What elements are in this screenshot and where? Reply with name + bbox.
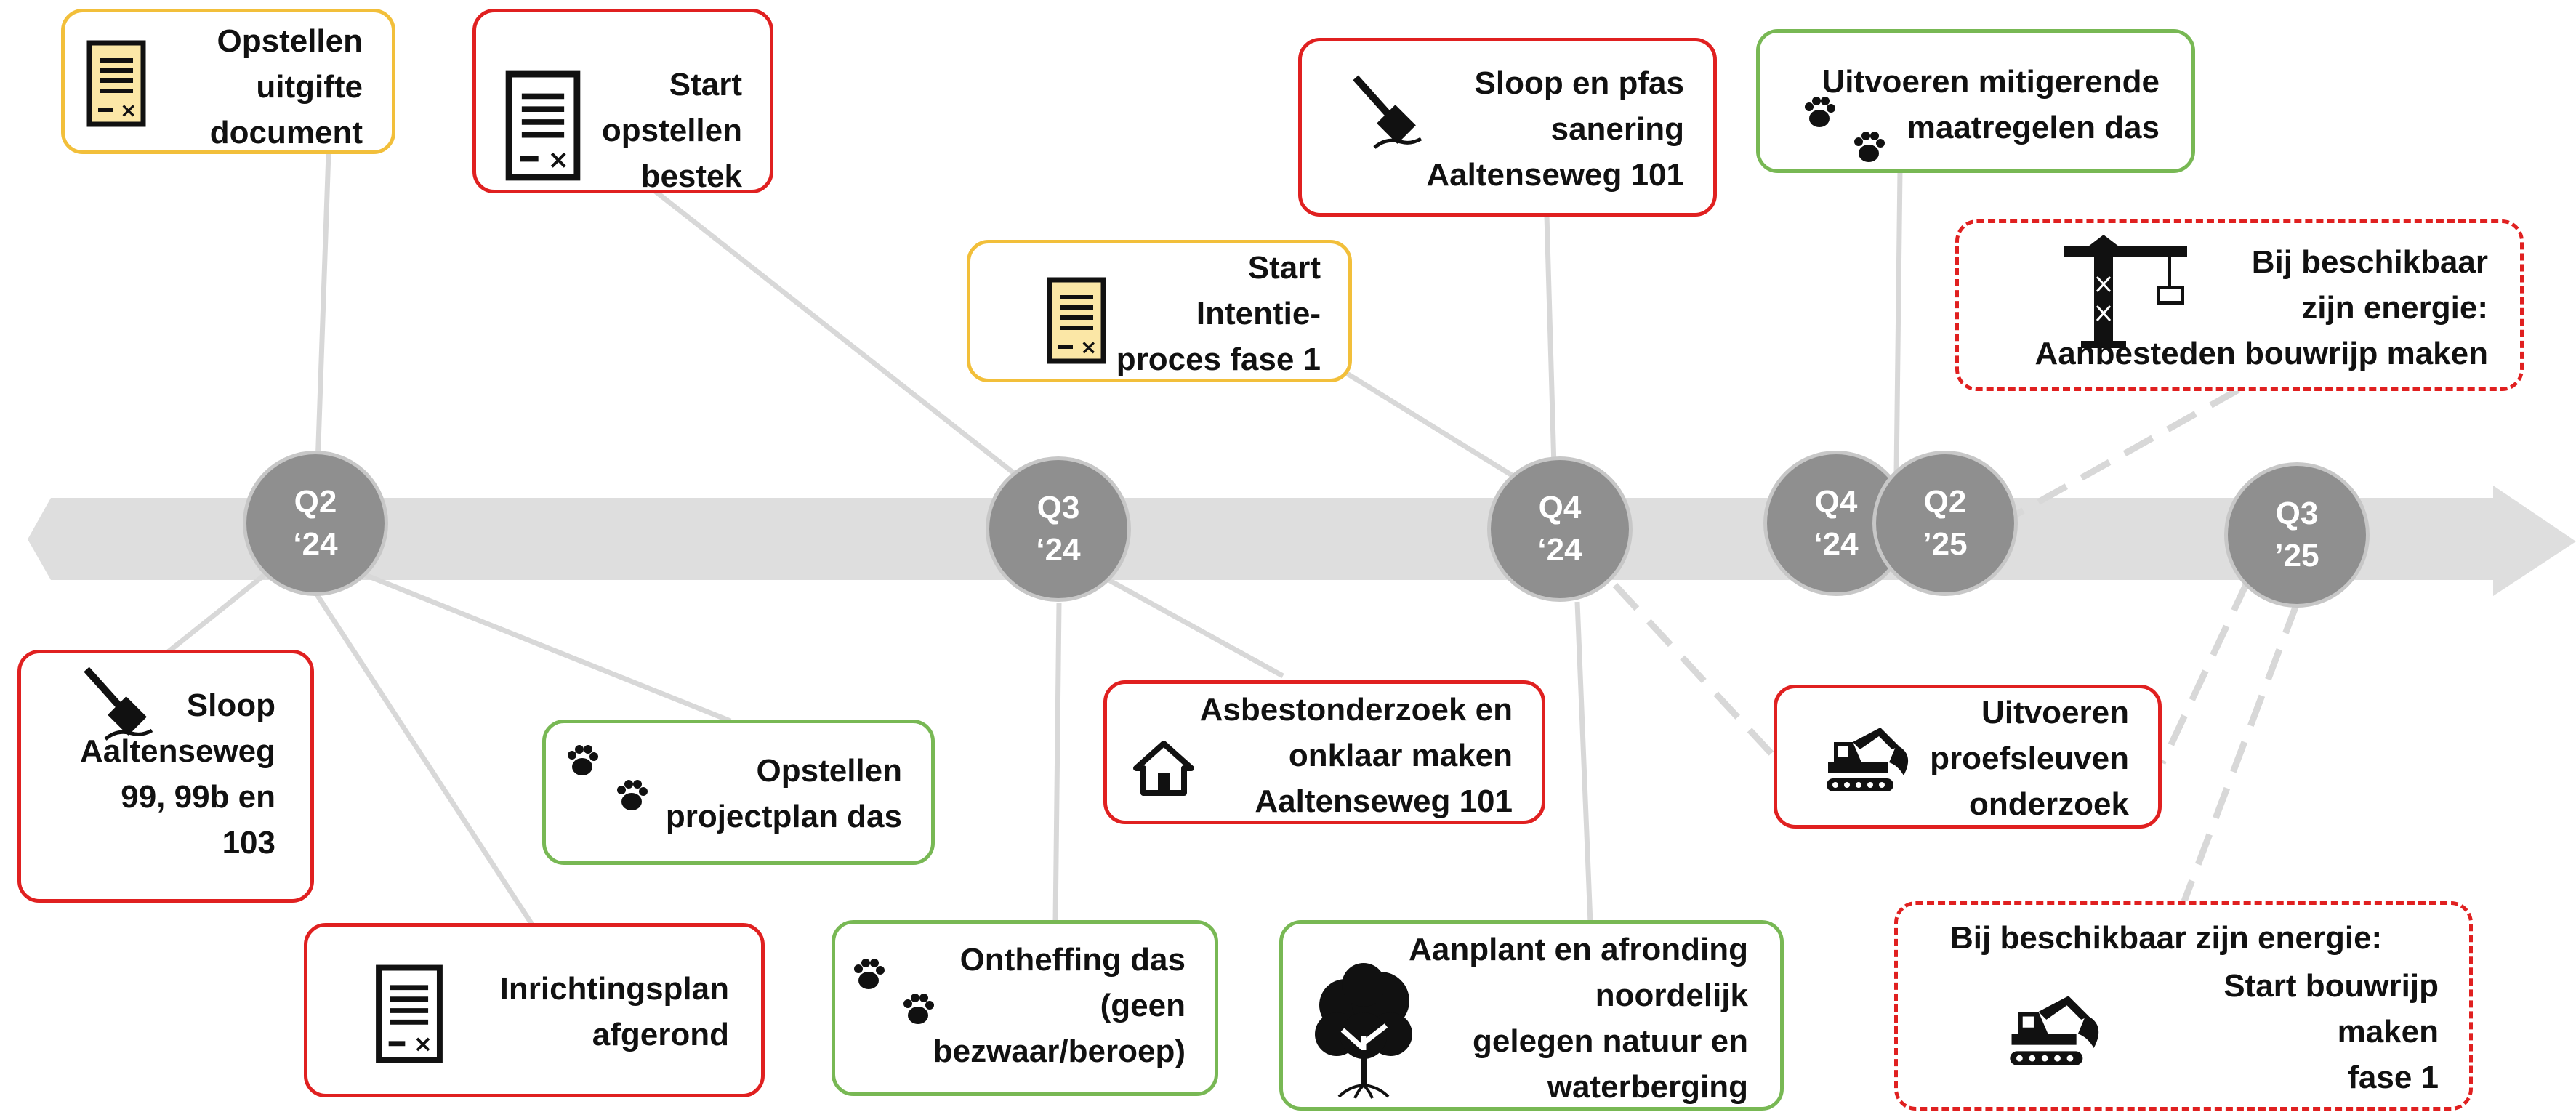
node-label: Q3 ’25 (2274, 496, 2319, 573)
hammer-icon (1353, 75, 1422, 149)
milestone-start-intentieproces: × Start Intentie- proces fase 1 (967, 240, 1352, 382)
document-icon: × (1047, 277, 1106, 364)
milestone-aanplant-natuur: Aanplant en afronding noordelijk gelegen… (1279, 920, 1784, 1111)
excavator-icon (1827, 728, 1909, 791)
crane-icon (2064, 235, 2187, 348)
connector-line (1343, 370, 1521, 482)
milestone-ontheffing-das: Ontheffing das (geen bezwaar/beroep) (832, 920, 1218, 1096)
document-icon: × (505, 70, 581, 181)
hammer-icon (84, 666, 153, 741)
dashed-connector-line (2011, 387, 2241, 519)
excavator-icon (2010, 996, 2099, 1065)
svg-text:×: × (547, 145, 569, 174)
milestone-text: Uitvoeren proefsleuven onderzoek (1930, 695, 2129, 822)
milestone-text: Sloop Aaltenseweg 99, 99b en 103 (80, 688, 275, 861)
paw-icon (1805, 97, 1885, 162)
milestone-aanbesteden-bouwrijp: Bij beschikbaar zijn energie: Aanbestede… (1955, 219, 2524, 391)
milestone-text: Inrichtingsplan afgerond (499, 971, 729, 1052)
connector-line (1544, 214, 1557, 467)
dashed-connector-line (2159, 580, 2251, 765)
connector-line (1893, 169, 1903, 475)
connector-line (1103, 575, 1284, 679)
dashed-connector-line (1612, 582, 1776, 759)
milestone-sloop-pfas: Sloop en pfas sanering Aaltenseweg 101 (1298, 38, 1717, 217)
timeline-node-q2-25: Q2 ’25 (1872, 451, 2018, 596)
document-icon: × (86, 40, 146, 127)
svg-text:×: × (414, 1031, 433, 1057)
milestone-text: Start Intentie- proces fase 1 (1116, 250, 1321, 377)
milestone-start-bouwrijp: Bij beschikbaar zijn energie: Start bouw… (1894, 901, 2473, 1111)
svg-text:×: × (120, 98, 137, 122)
milestone-text: Start opstellen bestek (601, 67, 742, 194)
node-label: Q2 ‘24 (293, 484, 338, 562)
node-label: Q4 ‘24 (1814, 484, 1859, 562)
document-icon: × (376, 964, 443, 1063)
paw-icon (568, 745, 648, 810)
milestone-sloop-aaltenseweg: Sloop Aaltenseweg 99, 99b en 103 (17, 650, 314, 903)
connector-line (652, 188, 1020, 478)
connector-line (1052, 603, 1062, 924)
timeline-arrow (28, 486, 2576, 596)
milestone-text: Bij beschikbaar zijn energie: Aanbestede… (2034, 244, 2488, 371)
connector-line (165, 572, 267, 655)
svg-text:×: × (1080, 335, 1097, 359)
timeline-node-q3-25: Q3 ’25 (2224, 462, 2370, 608)
milestone-asbestonderzoek: Asbestonderzoek en onklaar maken Aaltens… (1103, 680, 1545, 824)
timeline-node-q2-24: Q2 ‘24 (243, 451, 388, 596)
milestone-proefsleuven: Uitvoeren proefsleuven onderzoek (1774, 685, 2162, 829)
milestone-opstellen-uitgifte: × Opstellen uitgifte document (61, 9, 395, 154)
node-label: Q2 ’25 (1923, 484, 1968, 562)
milestone-text: Sloop en pfas sanering Aaltenseweg 101 (1426, 65, 1684, 193)
connector-line (315, 152, 331, 466)
milestone-text: Start bouwrijp maken fase 1 (2223, 968, 2439, 1095)
milestone-text: Opstellen projectplan das (665, 753, 902, 834)
connector-line (1574, 601, 1593, 924)
milestone-mitigerende-maatregelen: Uitvoeren mitigerende maatregelen das (1756, 29, 2195, 173)
milestone-text: Opstellen uitgifte document (209, 23, 363, 150)
milestone-text: Ontheffing das (geen bezwaar/beroep) (933, 942, 1186, 1069)
house-icon (1133, 741, 1194, 796)
timeline-node-q4-24: Q4 ‘24 (1487, 456, 1633, 602)
node-label: Q3 ‘24 (1036, 490, 1081, 568)
timeline-node-q3-24: Q3 ‘24 (986, 456, 1131, 602)
connector-line (312, 589, 534, 926)
milestone-text: Uitvoeren mitigerende maatregelen das (1822, 64, 2160, 145)
milestone-text: Asbestonderzoek en onklaar maken Aaltens… (1199, 692, 1513, 819)
dashed-connector-line (2181, 602, 2301, 903)
milestone-inrichtingsplan: × Inrichtingsplan afgerond (304, 923, 765, 1097)
node-label: Q4 ‘24 (1537, 490, 1582, 568)
milestone-heading: Bij beschikbaar zijn energie: (1950, 920, 2383, 956)
timeline-node-q4-24b: Q4 ‘24 (1763, 451, 1909, 596)
paw-icon (854, 959, 934, 1024)
milestone-text: Aanplant en afronding noordelijk gelegen… (1409, 932, 1748, 1105)
connector-line (362, 571, 732, 724)
milestone-start-opstellen-bestek: × Start opstellen bestek (472, 9, 773, 194)
tree-icon (1315, 963, 1412, 1099)
milestone-projectplan-das: Opstellen projectplan das (542, 720, 935, 865)
